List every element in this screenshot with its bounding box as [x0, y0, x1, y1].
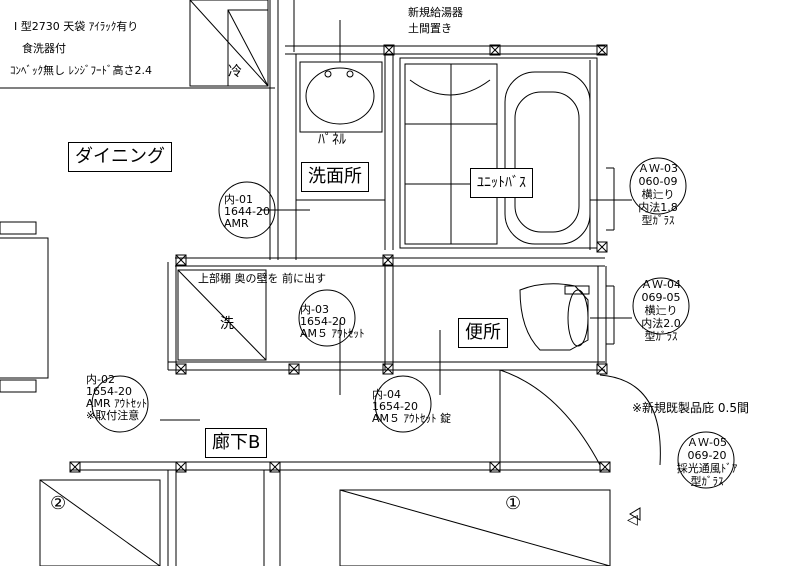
door-tag-uchi02: 内-02 1654-20 AMR ｱｳﾄｾｯﾄ ※取付注意 [86, 374, 147, 422]
window-glass: 型ｶﾞﾗｽ [690, 475, 724, 488]
kitchen-note-line2: 食洗器付 [22, 42, 66, 55]
door-spec: AMR ｱｳﾄｾｯﾄ [86, 397, 148, 410]
room-toilet: 便所 [458, 318, 508, 348]
shelf-note: 上部棚 奥の壁を 前に出す [198, 272, 326, 285]
wash-storage-label: 洗 [220, 316, 234, 332]
kitchen-note-line3: ｺﾝﾍﾞｯｸ無し ﾚﾝｼﾞﾌｰﾄﾞ高さ2.4 [10, 64, 152, 77]
room-dining: ダイニング [68, 142, 172, 172]
door-note: ※取付注意 [86, 409, 140, 422]
door-size: 1654-20 [372, 400, 418, 413]
window-tag-aw03: ＡＷ-03 060-09 横辷り 内法1.8 型ｶﾞﾗｽ [628, 162, 688, 227]
water-heater-line1: 新規給湯器 [408, 6, 463, 19]
window-type: 横辷り [641, 188, 675, 201]
room-washroom: 洗面所 [301, 162, 369, 192]
window-size: 060-09 [638, 175, 678, 188]
door-spec: AM５ ｱｳﾄｾｯﾄ 錠 [372, 412, 452, 425]
door-id: 内-03 [300, 303, 329, 316]
marker-2: ② [50, 493, 67, 514]
door-id: 内-02 [86, 373, 115, 386]
door-spec: AM５ ｱｳﾄｾｯﾄ [300, 327, 365, 340]
window-height: 内法2.0 [641, 317, 681, 330]
window-tag-aw05: ＡＷ-05 069-20 採光通風ﾄﾞｱ 型ｶﾞﾗｽ [672, 436, 742, 488]
door-tag-uchi04: 内-04 1654-20 AM５ ｱｳﾄｾｯﾄ 錠 [372, 389, 451, 425]
room-hallway: 廊下B [205, 428, 268, 458]
window-id: ＡＷ-05 [687, 436, 727, 449]
door-id: 内-01 [224, 193, 253, 206]
window-glass: 型ｶﾞﾗｽ [644, 330, 678, 343]
water-heater-line2: 土間置き [408, 22, 452, 35]
window-height: 内法1.8 [638, 201, 678, 214]
window-type: 横辷り [644, 304, 678, 317]
kitchen-note-line1: I 型2730 天袋 ｱｲﾗｯｸ有り [14, 20, 139, 33]
window-glass: 型ｶﾞﾗｽ [641, 214, 675, 227]
window-tag-aw04: ＡＷ-04 069-05 横辷り 内法2.0 型ｶﾞﾗｽ [631, 278, 691, 343]
door-spec: AMR [224, 217, 249, 230]
canopy-note: ※新規既製品庇 0.5間 [632, 401, 749, 415]
window-id: ＡＷ-03 [638, 162, 678, 175]
window-id: ＡＷ-04 [641, 278, 681, 291]
door-id: 内-04 [372, 388, 401, 401]
window-size: 069-05 [641, 291, 681, 304]
marker-1: ① [505, 493, 522, 514]
window-size: 069-20 [687, 449, 727, 462]
door-tag-uchi01: 内-01 1644-20 AMR [224, 194, 270, 230]
room-unit-bath: ﾕﾆｯﾄﾊﾞｽ [470, 168, 533, 198]
arrow-marker: ◁ [627, 512, 638, 528]
fridge-label: 冷 [228, 64, 242, 80]
window-type: 採光通風ﾄﾞｱ [676, 462, 738, 475]
door-size: 1654-20 [86, 385, 132, 398]
door-size: 1644-20 [224, 205, 270, 218]
door-size: 1654-20 [300, 315, 346, 328]
door-tag-uchi03: 内-03 1654-20 AM５ ｱｳﾄｾｯﾄ [300, 304, 365, 340]
panel-label: ﾊﾟﾈﾙ [318, 132, 346, 148]
